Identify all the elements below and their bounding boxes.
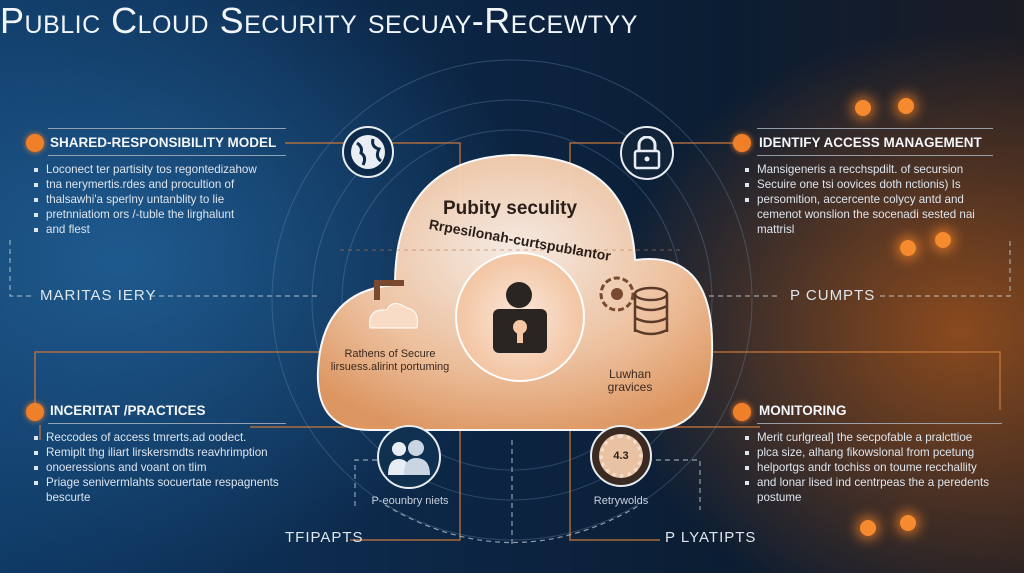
bullet-item: helportgs andr tochiss on toume recchall…: [743, 460, 1002, 475]
panel-identity-access: IDENTIFY ACCESS MANAGEMENT Mansigeneris …: [745, 128, 993, 237]
bullet-item: Reccodes of access tmrerts.ad oodect.: [32, 430, 286, 445]
bottom-label-right: P LYATIPTS: [665, 529, 757, 546]
panel-heading: MONITORING: [759, 403, 847, 418]
page-title: Public Cloud Security secuay-Recewtyy: [0, 0, 638, 41]
panel-shared-responsibility: SHARED-RESPONSIBILITY MODEL Loconect ter…: [34, 128, 286, 237]
bullet-item: Remiplt thg iliart lirskersmdts reavhrim…: [32, 445, 286, 460]
bottom-label-left: TFIPAPTS: [285, 529, 364, 546]
panel-practices: INCERITAT /PRACTICES Reccodes of access …: [34, 397, 286, 505]
bullet-item: Loconect ter partisity tos regontedizaho…: [32, 162, 286, 177]
gear-database-icon: [599, 276, 669, 336]
people-icon: [377, 425, 441, 489]
divider: [757, 423, 1002, 424]
bullet-item: plca size, alhang fikowslonal from pcetu…: [743, 445, 1002, 460]
globe-icon: [342, 126, 394, 178]
bullet-dot-icon: [26, 403, 44, 421]
bullet-item: pretnniatiom ors /-tuble the lirghalunt: [32, 207, 286, 222]
panel-monitoring: MONITORING Merit curlgreal] the secpofab…: [745, 397, 1002, 505]
center-lock-circle: [455, 252, 585, 382]
bullet-item: tna nerymertis.rdes and procultion of: [32, 177, 286, 192]
shield-lock-icon: [493, 282, 547, 353]
glow-node-icon: [860, 520, 876, 536]
padlock-icon: [620, 126, 674, 180]
gear-value: 4.3: [599, 434, 643, 478]
divider: [757, 128, 993, 129]
panel-heading: IDENTIFY ACCESS MANAGEMENT: [759, 135, 982, 150]
gear-badge-icon: 4.3: [590, 425, 652, 487]
bullet-item: persomition, accercente colycy antd and …: [743, 192, 993, 237]
bullet-item: and flest: [32, 222, 286, 237]
glow-node-icon: [900, 515, 916, 531]
divider: [48, 155, 286, 156]
divider: [757, 155, 993, 156]
panel-heading: INCERITAT /PRACTICES: [50, 403, 206, 418]
people-caption: P-eounbry niets: [371, 495, 449, 507]
bullet-item: onoeressions and voant on tlim: [32, 460, 286, 475]
glow-node-icon: [900, 240, 916, 256]
gear-caption: Retrywolds: [593, 495, 649, 507]
side-label-left: MARITAS IERY: [40, 287, 157, 304]
bullet-dot-icon: [733, 403, 751, 421]
glow-node-icon: [855, 100, 871, 116]
bullet-item: Secuire one tsi oovices doth nctionis) I…: [743, 177, 993, 192]
glow-node-icon: [898, 98, 914, 114]
glow-node-icon: [935, 232, 951, 248]
divider: [48, 423, 286, 424]
bullet-item: Merit curlgreal] the secpofable a pralct…: [743, 430, 1002, 445]
side-label-right: P CUMPTS: [790, 287, 876, 304]
bullet-item: Mansigeneris a recchspdilt. of secursion: [743, 162, 993, 177]
server-key-icon: [369, 280, 418, 329]
bullet-item: Priage senivermlahts socuertate respagne…: [32, 475, 286, 505]
bullet-dot-icon: [26, 134, 44, 152]
cloud-title: Pubity seculity: [442, 198, 578, 219]
left-caption: Rathens of Secure lirsuess.alirint portu…: [330, 348, 450, 373]
panel-heading: SHARED-RESPONSIBILITY MODEL: [50, 135, 277, 150]
bullet-dot-icon: [733, 134, 751, 152]
bullet-item: thalsawhi'a sperlny untanblity to lie: [32, 192, 286, 207]
divider: [48, 128, 286, 129]
right-caption: Luwhan gravices: [607, 367, 653, 394]
bullet-item: and lonar lised ind centrpeas the a pere…: [743, 475, 1002, 505]
